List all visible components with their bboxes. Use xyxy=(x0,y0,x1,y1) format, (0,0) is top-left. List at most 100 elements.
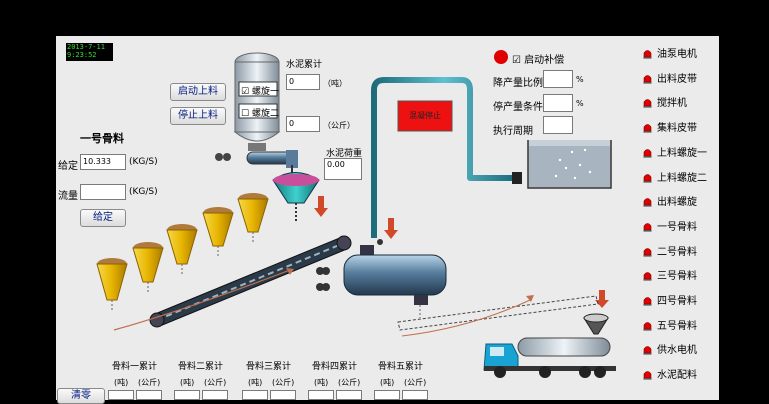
aggregate-1-flow-label: 流量 xyxy=(58,191,78,202)
sidebar-item[interactable]: 出料螺旋 xyxy=(642,193,697,208)
aggregate-total-ton-field[interactable] xyxy=(242,390,268,400)
red-status-icon xyxy=(642,48,653,59)
aggregate-total-kg-field[interactable] xyxy=(202,390,228,400)
red-status-icon xyxy=(642,172,653,183)
red-status-icon xyxy=(642,73,653,84)
red-status-icon xyxy=(642,147,653,158)
sidebar-item[interactable]: 集料皮带 xyxy=(642,119,697,134)
cement-total-kg-unit: （公斤） xyxy=(323,121,355,130)
sidebar-item[interactable]: 四号骨料 xyxy=(642,292,697,307)
red-status-icon xyxy=(642,270,653,281)
sidebar-item-label: 四号骨料 xyxy=(657,296,697,307)
sidebar-item[interactable]: 一号骨料 xyxy=(642,218,697,233)
reduce-ratio-field[interactable] xyxy=(543,70,573,88)
aggregate-total-kg-field[interactable] xyxy=(136,390,162,400)
truck-hopper xyxy=(583,313,609,335)
sidebar-panel xyxy=(631,36,719,400)
red-status-icon xyxy=(642,122,653,133)
red-status-icon xyxy=(642,246,653,257)
exec-period-field[interactable] xyxy=(543,116,573,134)
aggregate-total-kg-field[interactable] xyxy=(270,390,296,400)
red-status-icon xyxy=(642,369,653,380)
start-feed-button[interactable]: 启动上料 xyxy=(170,83,226,101)
clear-button[interactable]: 清零 xyxy=(57,388,105,404)
stop-feed-button[interactable]: 停止上料 xyxy=(170,107,226,125)
aggregate-total-kg-unit: (公斤) xyxy=(138,378,161,387)
aggregate-total-ton-field[interactable] xyxy=(374,390,400,400)
compensation-label: 启动补偿 xyxy=(524,55,565,66)
aggregate-1-set-button[interactable]: 给定 xyxy=(80,209,126,227)
aggregate-total-ton-unit: (吨) xyxy=(248,378,263,387)
aggregate-hoppers xyxy=(96,193,269,310)
aggregate-1-flow-unit: (KG/S) xyxy=(129,187,158,197)
aggregate-total-ton-unit: (吨) xyxy=(180,378,195,387)
aggregate-1-set-field[interactable]: 10.333 xyxy=(80,154,126,170)
reduce-ratio-label: 降产量比例 xyxy=(493,78,543,89)
reduce-ratio-unit: % xyxy=(576,75,584,84)
sidebar-item[interactable]: 五号骨料 xyxy=(642,317,697,332)
cement-silo xyxy=(233,52,281,151)
sidebar-item[interactable]: 水泥配料 xyxy=(642,366,697,381)
sidebar-item[interactable]: 上料螺旋二 xyxy=(642,169,707,184)
sidebar-item[interactable]: 供水电机 xyxy=(642,341,697,356)
cement-weight-label: 水泥荷重 xyxy=(326,149,363,159)
sidebar-item[interactable]: 出料皮带 xyxy=(642,70,697,85)
sidebar-item[interactable]: 油泵电机 xyxy=(642,45,697,60)
mix-stop-button[interactable]: 混凝停止 xyxy=(409,111,441,120)
weigh-hopper xyxy=(272,172,320,222)
sidebar-item[interactable]: 搅拌机 xyxy=(642,94,687,109)
compensation-check-icon: ☑ xyxy=(512,55,521,66)
sidebar-item-label: 二号骨料 xyxy=(657,246,697,258)
red-status-icon xyxy=(642,320,653,331)
exec-period-label: 执行周期 xyxy=(493,126,533,137)
screw-1-checkbox[interactable]: ☑ 螺旋一 xyxy=(241,87,279,97)
aggregate-total-kg-field[interactable] xyxy=(402,390,428,400)
mixer-drum xyxy=(316,245,447,318)
sidebar-item-label: 一号骨料 xyxy=(657,221,697,233)
aggregate-total-label: 骨料四累计 xyxy=(312,362,358,372)
aggregate-1-set-label: 给定 xyxy=(58,161,78,172)
stop-condition-field[interactable] xyxy=(543,94,573,112)
aggregate-total-ton-field[interactable] xyxy=(174,390,200,400)
sidebar-item[interactable]: 三号骨料 xyxy=(642,267,697,282)
aggregate-1-set-unit: (KG/S) xyxy=(129,157,158,167)
sidebar-item-label: 出料皮带 xyxy=(657,73,697,85)
aggregate-total-ton-field[interactable] xyxy=(108,390,134,400)
discharge-belt xyxy=(397,295,599,337)
screw-1-label: 螺旋一 xyxy=(251,87,279,97)
red-status-icon xyxy=(642,344,653,355)
flow-arrows xyxy=(314,196,609,308)
mix-stop-button-bg xyxy=(397,100,453,132)
aggregate-total-ton-unit: (吨) xyxy=(114,378,129,387)
clock: 2013-7-11 9:23:52 xyxy=(67,43,113,59)
aggregate-total-kg-unit: (公斤) xyxy=(204,378,227,387)
sidebar-item-label: 三号骨料 xyxy=(657,271,697,283)
aggregate-total-label: 骨料二累计 xyxy=(178,362,224,372)
aggregate-1-flow-field[interactable] xyxy=(80,184,126,200)
sidebar-item[interactable]: 二号骨料 xyxy=(642,243,697,258)
cement-total-ton-field[interactable]: 0 xyxy=(286,74,320,90)
clock-time: 9:23:52 xyxy=(67,51,97,59)
cement-total-kg-field[interactable]: 0 xyxy=(286,116,320,132)
compensation-checkbox[interactable]: ☑ 启动补偿 xyxy=(512,51,564,66)
sidebar-item-label: 出料螺旋 xyxy=(657,197,697,209)
sidebar-item-label: 上料螺旋二 xyxy=(657,172,707,184)
screw-2-checkbox[interactable]: ☐ 螺旋二 xyxy=(241,109,279,119)
sidebar-item-label: 集料皮带 xyxy=(657,123,697,135)
aggregate-total-label: 骨料五累计 xyxy=(378,362,424,372)
clock-date: 2013-7-11 xyxy=(67,43,105,51)
aggregate-1-title: 一号骨料 xyxy=(80,132,124,145)
red-status-icon xyxy=(642,221,653,232)
belt-conveyor xyxy=(113,235,352,331)
cement-total-label: 水泥累计 xyxy=(286,60,323,70)
aggregate-total-ton-field[interactable] xyxy=(308,390,334,400)
screw-conveyor xyxy=(215,150,298,176)
aggregate-total-kg-unit: (公斤) xyxy=(272,378,295,387)
cement-total-ton-unit: （吨） xyxy=(323,79,347,88)
sidebar-item[interactable]: 上料螺旋一 xyxy=(642,144,707,159)
sidebar-item-label: 水泥配料 xyxy=(657,370,697,382)
cement-weight-field[interactable]: 0.00 xyxy=(324,158,362,180)
aggregate-total-kg-field[interactable] xyxy=(336,390,362,400)
compensation-status-icon xyxy=(494,50,508,64)
